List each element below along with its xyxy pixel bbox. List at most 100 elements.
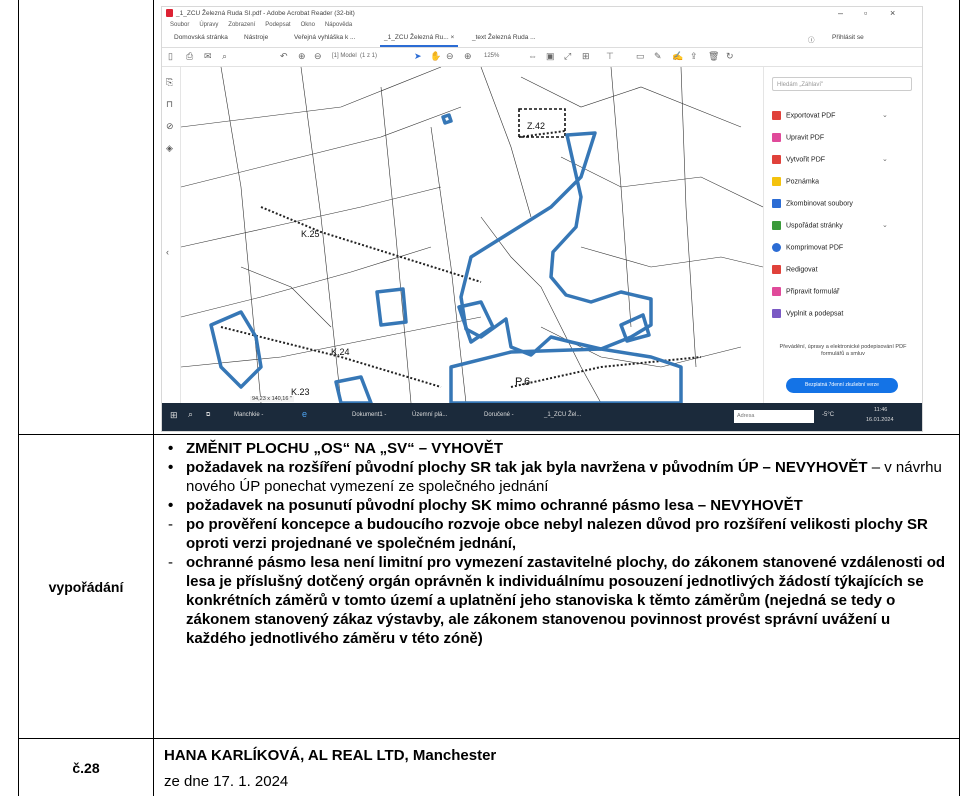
taskbar-app-acrobat[interactable]: _1_ZCU Žel... xyxy=(544,412,582,418)
bullet-marker: • xyxy=(168,497,174,514)
layers-icon[interactable]: ◈ xyxy=(166,143,173,153)
chevron-down-icon[interactable]: ⌄ xyxy=(882,112,888,119)
pages-icon[interactable]: ⎘ xyxy=(166,77,174,87)
trial-button[interactable]: Bezplatná 7denní zkušební verze xyxy=(786,378,898,393)
bullet-item: •požadavek na posunutí původní plochy SK… xyxy=(166,496,951,515)
maximize-icon[interactable]: ▫ xyxy=(864,8,868,18)
zoom-in-icon[interactable]: ⊕ xyxy=(464,51,472,61)
taskbar-app-manchkie[interactable]: Manchkie - xyxy=(234,412,264,418)
form-icon xyxy=(772,287,781,296)
share-icon[interactable]: ⇪ xyxy=(690,51,698,61)
menu-okno[interactable]: Okno xyxy=(300,22,315,28)
create-pdf-icon xyxy=(772,155,781,164)
tool-label: Exportovat PDF xyxy=(786,112,836,120)
taskbar-app-dorucene[interactable]: Doručené - xyxy=(484,412,514,418)
tab-zcu-active[interactable]: _1_ZCU Železná Ru... × xyxy=(380,34,459,47)
windows-start-icon[interactable]: ⊞ xyxy=(170,410,178,420)
submission-row: č.28 HANA KARLÍKOVÁ, AL REAL LTD, Manche… xyxy=(18,739,960,796)
fit-width-icon[interactable]: ⇔ xyxy=(528,51,537,61)
page-down-icon[interactable]: ⊖ xyxy=(314,51,322,61)
tool-label: Upravit PDF xyxy=(786,134,825,142)
cadastral-map: Z.42 K.25 K.24 K.23 P.6 xyxy=(181,67,763,403)
tool-edit-pdf[interactable]: Upravit PDF xyxy=(772,133,824,142)
tool-prepare-form[interactable]: Připravit formulář xyxy=(772,287,839,296)
tool-label: Uspořádat stránky xyxy=(786,222,843,230)
submission-cell: HANA KARLÍKOVÁ, AL REAL LTD, Manchester … xyxy=(154,739,959,796)
menu-zobrazeni[interactable]: Zobrazení xyxy=(228,22,256,28)
taskview-icon[interactable]: ⧉ xyxy=(206,412,211,418)
tool-export-pdf[interactable]: Exportovat PDF ⌄ xyxy=(772,111,888,120)
taskbar-address-field[interactable]: Adresa xyxy=(734,410,814,423)
tools-search-input[interactable]: Hledám „Záhlaví" xyxy=(772,77,912,91)
save-icon[interactable]: ▯ xyxy=(168,51,173,61)
promo-line-2: formulářů a smluv xyxy=(821,351,865,357)
redact-icon xyxy=(772,265,781,274)
weather-temp: -5°C xyxy=(822,412,835,418)
minimize-icon[interactable]: – xyxy=(838,8,844,18)
page-up-icon[interactable]: ⊕ xyxy=(298,51,306,61)
zoom-level[interactable]: 125% xyxy=(484,53,500,59)
screenshot-cell: _1_ZCU Železná Ruda SI.pdf - Adobe Acrob… xyxy=(154,0,959,434)
map-label-k24: K.24 xyxy=(331,347,350,357)
compress-icon xyxy=(772,243,781,252)
tool-combine[interactable]: Zkombinovat soubory xyxy=(772,199,853,208)
print-icon[interactable]: ⎙ xyxy=(186,51,194,61)
email-icon[interactable]: ✉ xyxy=(204,51,212,61)
tab-home[interactable]: Domovská stránka xyxy=(174,34,228,41)
edit-pdf-icon xyxy=(772,133,781,142)
refresh-icon[interactable]: ↻ xyxy=(726,51,734,61)
measure-icon[interactable]: ⊞ xyxy=(582,51,590,61)
bullet-text-normal: – v návrhu nového ÚP ponechat vymezení z… xyxy=(186,459,942,495)
fullscreen-icon[interactable]: ⤢ xyxy=(564,51,572,61)
attachment-icon[interactable]: ⊘ xyxy=(166,121,174,131)
left-rail: ⎘ ⊓ ⊘ ◈ ‹ xyxy=(162,67,181,403)
comment-icon[interactable]: ▭ xyxy=(636,51,645,61)
tool-organize[interactable]: Uspořádat stránky ⌄ xyxy=(772,221,888,230)
sign-icon[interactable]: ✍ xyxy=(672,51,684,61)
tool-create-pdf[interactable]: Vytvořit PDF⌄ xyxy=(772,155,888,164)
taskbar-app-uzemni[interactable]: Územní plá... xyxy=(412,412,448,418)
tool-label: Redigovat xyxy=(786,266,818,274)
close-icon[interactable]: × xyxy=(890,8,896,18)
signin-link[interactable]: Přihlásit se xyxy=(832,34,864,41)
delete-icon[interactable]: 🗑 xyxy=(708,51,720,61)
collapse-left-icon[interactable]: ‹ xyxy=(166,247,169,257)
map-label-k25: K.25 xyxy=(301,229,320,239)
export-pdf-icon xyxy=(772,111,781,120)
highlight-icon[interactable]: ⊤ xyxy=(606,51,614,61)
select-cursor-icon[interactable]: ➤ xyxy=(414,51,422,61)
edge-icon[interactable]: e xyxy=(302,409,308,419)
search-icon[interactable]: ⌕ xyxy=(188,409,194,419)
bullet-marker: • xyxy=(168,459,174,476)
tool-compress[interactable]: Komprimovat PDF xyxy=(772,243,843,252)
bullet-marker: • xyxy=(168,440,174,457)
menu-podepsat[interactable]: Podepsat xyxy=(265,22,291,28)
bookmark-icon[interactable]: ⊓ xyxy=(166,99,174,109)
sign-tool-icon xyxy=(772,309,781,318)
bullet-item: •požadavek na rozšíření původní plochy S… xyxy=(166,458,951,496)
rotate-icon[interactable]: ↶ xyxy=(280,51,288,61)
map-label-p6: P.6 xyxy=(515,376,530,388)
hand-icon[interactable]: ✋ xyxy=(430,51,442,61)
chevron-down-icon[interactable]: ⌄ xyxy=(882,156,888,163)
taskbar-app-dokument[interactable]: Dokument1 - xyxy=(352,412,387,418)
acrobat-icon xyxy=(166,9,173,17)
menu-soubor[interactable]: Soubor xyxy=(170,22,190,28)
zoom-out-icon[interactable]: ⊖ xyxy=(446,51,454,61)
tool-fill-sign[interactable]: Vyplnit a podepsat xyxy=(772,309,843,318)
tab-vyhlaska[interactable]: Veřejná vyhláška k ... xyxy=(294,34,356,41)
tool-comment[interactable]: Poznámka xyxy=(772,177,819,186)
settlement-content: •ZMĚNIT PLOCHU „OS“ NA „SV“ – VYHOVĚT •p… xyxy=(154,435,959,648)
menu-napoveda[interactable]: Nápověda xyxy=(324,22,353,28)
fit-page-icon[interactable]: ▣ xyxy=(546,51,555,61)
tab-text[interactable]: _text Železná Ruda ... xyxy=(472,34,536,41)
zoom-search-icon[interactable]: ⌕ xyxy=(222,51,228,61)
menu-upravy[interactable]: Úpravy xyxy=(199,22,219,28)
tool-redact[interactable]: Redigovat xyxy=(772,265,818,274)
chevron-down-icon[interactable]: ⌄ xyxy=(882,222,888,229)
pen-icon[interactable]: ✎ xyxy=(654,51,662,61)
help-icon[interactable]: ⓘ xyxy=(808,37,815,44)
comment-tool-icon xyxy=(772,177,781,186)
tab-tools[interactable]: Nástroje xyxy=(244,34,269,41)
tool-label: Komprimovat PDF xyxy=(786,244,844,252)
